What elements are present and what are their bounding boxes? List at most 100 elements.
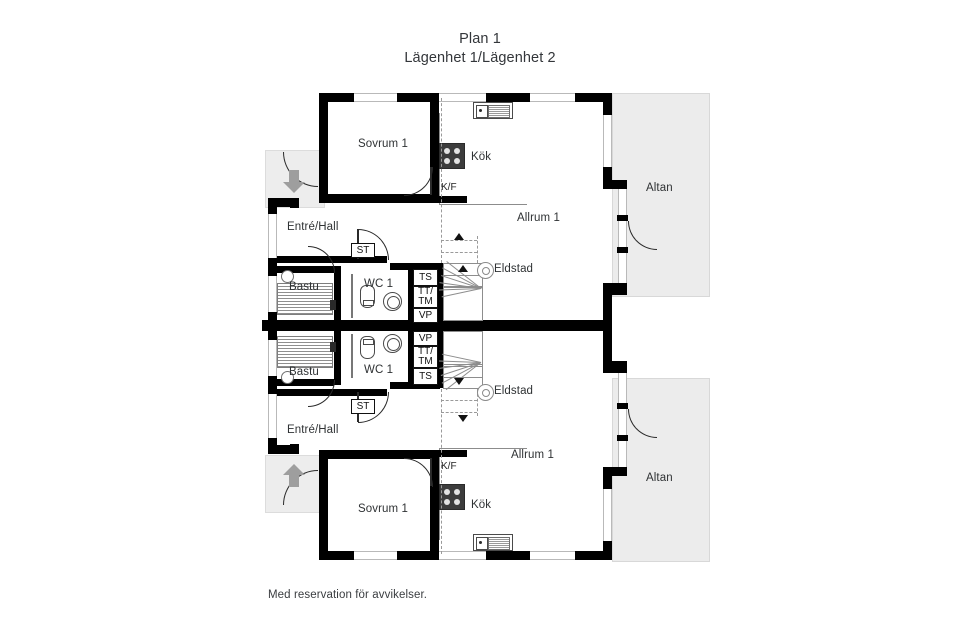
vp-box-top: VP (413, 308, 438, 323)
label-sovrum-top: Sovrum 1 (358, 138, 409, 150)
kok-drainboard-bottom (488, 537, 510, 550)
window-right-top-1 (603, 115, 612, 167)
door-leaf-sovrum-bottom[interactable] (430, 458, 432, 486)
entry-arrow-head-top (283, 182, 305, 193)
hall-wall-left-top-c (268, 312, 277, 326)
wc-wall-right-top (408, 266, 413, 320)
sovrum-wall-left-bottom (319, 450, 328, 560)
plan-subtitle: Lägenhet 1/Lägenhet 2 (404, 50, 556, 66)
label-kok-top: Kök (471, 151, 492, 163)
right-wall-jog-bottom-v (603, 467, 612, 489)
window-right-top-3 (618, 253, 627, 283)
stair-arrow-down-bottom-2 (458, 415, 468, 422)
kok-sink-tap-top (479, 109, 482, 112)
kok-wall-south-top (439, 196, 467, 203)
eldstad-icon-bottom (477, 384, 494, 401)
stair-arrow-up-top (454, 233, 464, 240)
bastu-heater-bottom (281, 371, 294, 384)
window-left-bottom-1 (268, 340, 277, 376)
stair-wall-left-top (437, 263, 443, 320)
exterior-wall-top-right (575, 93, 612, 102)
wc-wall-left-top (334, 266, 341, 320)
right-wall-top-lower (603, 283, 612, 327)
window-left-top-1 (268, 214, 277, 258)
kok-burner-3-top (444, 158, 450, 164)
kok-wall-north-bottom (439, 450, 467, 457)
stair-path-dash-bottom (441, 389, 442, 554)
wc-screen-top (351, 274, 353, 318)
kok-burner-3-bottom (444, 499, 450, 505)
exterior-wall-bottom-right (575, 551, 612, 560)
label-wc-top: WC 1 (364, 278, 394, 290)
label-allrum-bottom: Allrum 1 (511, 449, 554, 461)
label-eldstad-top: Eldstad (494, 263, 534, 275)
entry-arrow-stem-bottom (289, 475, 299, 487)
bastu-door-top[interactable] (330, 300, 336, 310)
door-swing-sovrum-bottom[interactable] (404, 458, 433, 487)
door-swing-sovrum-top[interactable] (404, 167, 433, 196)
disclaimer-text: Med reservation för avvikelser. (268, 589, 428, 601)
window-bottom-3 (530, 551, 575, 560)
label-allrum-top: Allrum 1 (517, 212, 560, 224)
washbasin-bowl-bottom (387, 338, 400, 351)
ttm-box-bottom: TT/ TM (413, 346, 438, 368)
ttm-box-top: TT/ TM (413, 286, 438, 308)
window-bottom-1 (354, 551, 397, 560)
washbasin-top (383, 292, 402, 311)
toilet-tank-bottom (363, 339, 374, 345)
label-entre-bottom: Entré/Hall (287, 424, 339, 436)
kok-burner-4-top (454, 158, 460, 164)
door-leaf-sovrum-top[interactable] (430, 167, 432, 195)
stair-winder-box-top (443, 287, 483, 321)
bastu-bench-bottom (277, 336, 333, 368)
entry-arrow-stem-top (289, 170, 299, 182)
right-door-jamb-top-1 (617, 215, 628, 221)
stair-dash-h-bottom-2 (441, 412, 477, 413)
stair-arrow-down-bottom (454, 378, 464, 385)
entrypad-wall-bottom (290, 444, 299, 454)
window-right-bottom-3 (603, 489, 612, 541)
eldstad-inner-bottom (482, 389, 490, 397)
window-top-3 (530, 93, 575, 102)
sovrum-wall-bottom-top (319, 194, 439, 203)
hall-jog-top (268, 198, 290, 207)
washbasin-bottom (383, 334, 402, 353)
label-eldstad-bottom: Eldstad (494, 385, 534, 397)
exterior-wall-bottom-2 (397, 551, 439, 560)
ttm-line1-top: TT/ (418, 286, 433, 297)
right-wall-top-corner (603, 93, 612, 115)
wc-wall-right-bottom (408, 331, 413, 385)
label-kok-bottom: Kök (471, 499, 492, 511)
toilet-bottom (360, 336, 375, 359)
window-right-bottom-2 (618, 441, 627, 467)
page-title: Plan 1 Lägenhet 1/Lägenhet 2 (0, 30, 960, 68)
kok-sink-top (473, 102, 513, 119)
ttm-line1-bottom: TT/ (418, 346, 433, 357)
hall-jog-bottom (268, 445, 290, 454)
altan-deck-bottom (612, 378, 710, 562)
window-right-top-2 (618, 189, 627, 215)
bastu-heater-top (281, 270, 294, 283)
kok-wall-left-top (430, 93, 439, 203)
stair-path-dash-bottom-2 (477, 389, 478, 416)
window-right-bottom-door (618, 409, 627, 435)
door-swing-bastu-top[interactable] (308, 246, 335, 273)
washbasin-bowl-top (387, 296, 400, 309)
bastu-door-bottom[interactable] (330, 342, 336, 352)
wc-wall-south-bottom (390, 382, 440, 389)
vp-box-bottom: VP (413, 331, 438, 346)
toilet-top (360, 285, 375, 308)
kok-burner-1-bottom (444, 489, 450, 495)
ttm-line2-top: TM (418, 296, 433, 307)
door-swing-bastu-bottom[interactable] (308, 380, 335, 407)
right-wall-bottom-corner (603, 541, 612, 560)
kok-burner-4-bottom (454, 499, 460, 505)
right-wall-jog-bottom-h (603, 361, 627, 373)
stair-dash-h-top-1 (441, 240, 477, 241)
label-sovrum-bottom: Sovrum 1 (358, 503, 409, 515)
stair-wall-left-bottom (437, 331, 443, 388)
kok-drainboard-top (488, 105, 510, 118)
sovrum-wall-left-top (319, 93, 328, 203)
kok-burner-1-top (444, 148, 450, 154)
